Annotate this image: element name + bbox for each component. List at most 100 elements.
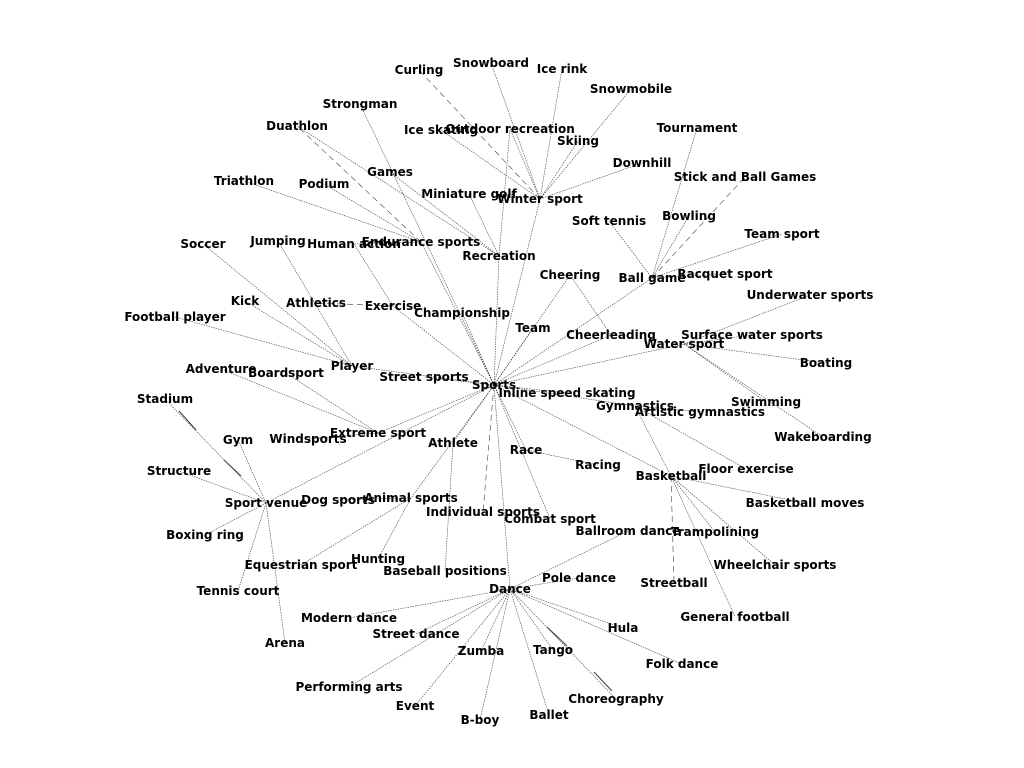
- edge-sports-individual: [482, 384, 495, 513]
- node-label-inline: Inline speed skating: [498, 386, 635, 400]
- node-label-humanaction: Human action: [307, 237, 401, 251]
- node-label-streetsports: Street sports: [379, 370, 468, 384]
- edge-dance-ballroom: [509, 530, 629, 590]
- edge-basketball-streetball: [670, 475, 675, 584]
- node-label-strongman: Strongman: [323, 97, 398, 111]
- edge-race-racing: [525, 449, 599, 466]
- edge-sports-basketball: [493, 384, 672, 477]
- node-label-podium: Podium: [299, 177, 350, 191]
- edge-water-wakeboarding: [683, 343, 824, 438]
- node-label-adventure: Adventure: [186, 362, 257, 376]
- node-label-ballet: Ballet: [529, 708, 569, 722]
- edge-winter-outdoor: [509, 128, 541, 200]
- edge-sports-cheerleading: [493, 334, 612, 386]
- node-label-snowmobile: Snowmobile: [590, 82, 672, 96]
- node-label-performing: Performing arts: [295, 680, 402, 694]
- node-label-modern: Modern dance: [301, 611, 397, 625]
- edge-venue-stadium: [164, 398, 267, 504]
- edge-sports-inline: [493, 384, 568, 394]
- edge-stub-2: [546, 626, 568, 647]
- edge-sports-exercise: [392, 305, 495, 386]
- node-label-player: Player: [331, 359, 374, 373]
- edge-endurance-duathlon: [296, 125, 422, 243]
- edge-sports-venue: [265, 384, 495, 504]
- node-label-dance: Dance: [489, 582, 531, 596]
- node-label-individual: Individual sports: [426, 505, 540, 519]
- edge-animalsports-hunting: [377, 497, 412, 560]
- node-label-water: Water sport: [644, 337, 725, 351]
- edge-stub-0: [178, 410, 197, 431]
- edge-sports-streetsports: [423, 376, 495, 386]
- node-label-exercise: Exercise: [365, 299, 422, 313]
- node-label-outdoor: Outdoor recreation: [445, 122, 575, 136]
- node-label-underwater: Underwater sports: [747, 288, 874, 302]
- edge-player-footballplayer: [174, 316, 353, 367]
- edge-extreme-windsports: [307, 432, 379, 440]
- edge-basketball-generalfootball: [670, 475, 736, 618]
- edge-exercise-humanaction: [353, 243, 394, 307]
- node-label-wakeboarding: Wakeboarding: [774, 430, 871, 444]
- edge-gymnastics-basketball: [634, 405, 672, 477]
- node-label-baseballpos: Baseball positions: [383, 564, 507, 578]
- edge-sports-ballgame: [493, 277, 653, 386]
- node-label-basketball: Basketball: [636, 469, 707, 483]
- edge-sports-winter: [493, 198, 541, 386]
- node-label-cheering: Cheering: [540, 268, 601, 282]
- node-label-trampolining: Trampolining: [671, 525, 759, 539]
- edge-sports-extreme: [377, 384, 495, 434]
- node-label-generalfootball: General football: [680, 610, 789, 624]
- node-label-sports: Sports: [472, 378, 516, 392]
- edge-gymnastics-artistic: [634, 405, 701, 413]
- edge-gymnastics-floorexercise: [634, 405, 747, 470]
- edge-ballgame-softtennis: [608, 220, 653, 279]
- node-label-boardsport: Boardsport: [248, 366, 324, 380]
- node-label-artistic: Artistic gymnastics: [635, 405, 765, 419]
- node-label-snowboard: Snowboard: [453, 56, 529, 70]
- node-label-teamsport: Team sport: [744, 227, 819, 241]
- edge-sports-strongman: [359, 103, 495, 386]
- node-label-triathlon: Triathlon: [214, 174, 274, 188]
- edge-venue-structure: [178, 470, 267, 504]
- edge-dance-ballet: [509, 588, 550, 716]
- edge-animalsports-dogsports: [337, 497, 412, 501]
- edge-recreation-minigolf: [468, 193, 500, 257]
- edge-recreation-games: [389, 171, 500, 257]
- edge-endurance-triathlon: [243, 180, 422, 243]
- edge-basketball-basketballmoves: [670, 475, 806, 504]
- edge-sports-recreation: [493, 255, 500, 386]
- edge-venue-boxingring: [204, 502, 267, 536]
- edge-stub-3: [593, 671, 613, 692]
- node-label-poledance: Pole dance: [542, 571, 616, 585]
- node-label-equestrian: Equestrian sport: [245, 558, 358, 572]
- edge-endurance-humanaction: [353, 241, 422, 245]
- node-label-curling: Curling: [395, 63, 444, 77]
- edge-dance-event: [414, 588, 511, 707]
- edge-sports-gymnastics: [493, 384, 636, 407]
- node-label-streetball: Streetball: [640, 576, 707, 590]
- edge-winter-snowmobile: [539, 88, 632, 200]
- node-label-swimming: Swimming: [731, 395, 801, 409]
- edge-endurance-podium: [323, 183, 422, 243]
- node-label-gymnastics: Gymnastics: [596, 399, 674, 413]
- edge-sports-animalsports: [410, 384, 495, 499]
- edge-ballgame-racquet: [651, 273, 726, 279]
- edge-extreme-adventure: [220, 368, 379, 434]
- edge-winter-skiing: [539, 140, 579, 200]
- node-label-athletics: Athletics: [286, 296, 346, 310]
- edge-player-soccer: [202, 243, 353, 367]
- node-label-combat: Combat sport: [504, 512, 596, 526]
- edge-ballgame-stickball: [651, 176, 746, 279]
- node-label-kick: Kick: [231, 294, 261, 308]
- node-label-minigolf: Miniature golf: [421, 187, 517, 201]
- node-label-extreme: Extreme sport: [330, 426, 426, 440]
- node-label-basketballmoves: Basketball moves: [746, 496, 865, 510]
- node-label-boating: Boating: [800, 356, 852, 370]
- node-label-gym: Gym: [223, 433, 253, 447]
- node-label-bowling: Bowling: [662, 209, 716, 223]
- edge-sports-cheering: [493, 274, 571, 386]
- edge-dance-modern: [348, 588, 511, 619]
- edge-venue-arena: [265, 502, 286, 644]
- node-label-championship: Championship: [414, 306, 510, 320]
- node-label-arena: Arena: [265, 636, 305, 650]
